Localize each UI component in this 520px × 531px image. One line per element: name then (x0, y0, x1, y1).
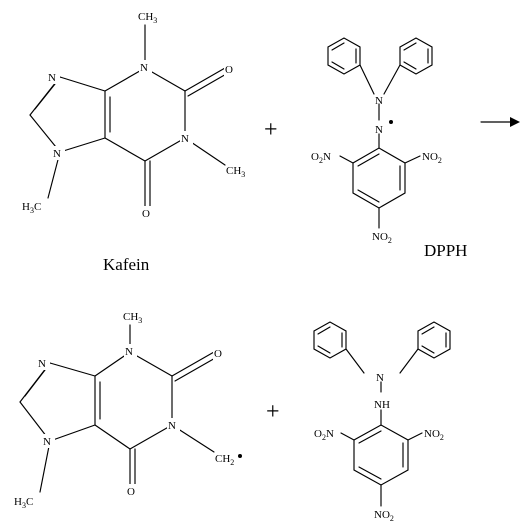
caffeine-o6: O (142, 208, 150, 220)
caffeine-ch3-right: CH3 (226, 165, 245, 179)
dpph-label: DPPH (424, 241, 467, 260)
caffeine-radical-n9: N (38, 358, 46, 370)
dpph-no2-para: NO2 (372, 231, 392, 245)
dpph-h-atoms: N NH O2N NO2 NO2 (314, 372, 444, 523)
reaction-arrow (480, 117, 520, 127)
caffeine-radical-dot (238, 454, 242, 458)
dpph-h-nh: NH (374, 399, 390, 411)
plus-sign-bottom: + (266, 399, 280, 425)
dpph-h-no2-right: NO2 (424, 428, 444, 442)
caffeine-radical-o2: O (214, 348, 222, 360)
dpph-radical-dot (389, 120, 393, 124)
caffeine-label: Kafein (103, 255, 150, 274)
caffeine-radical-o6: O (127, 486, 135, 498)
dpph-h-structure (313, 321, 451, 507)
dpph-no2-left: O2N (311, 151, 331, 165)
caffeine-h3c-left: H3C (22, 201, 41, 215)
caffeine-radical-atoms: N N N N O O CH3 CH2 H3C (14, 311, 242, 510)
dpph-no2-right: NO2 (422, 151, 442, 165)
caffeine-n7: N (53, 148, 61, 160)
dpph-atoms: N N O2N NO2 NO2 (311, 95, 442, 245)
caffeine-n9: N (48, 72, 56, 84)
caffeine-atoms: N N N N O O CH3 CH3 H3C (22, 11, 245, 220)
caffeine-radical-n7: N (43, 436, 51, 448)
caffeine-ch3-top: CH3 (138, 11, 157, 25)
dpph-n-top: N (375, 95, 383, 107)
dpph-n-radical: N (375, 124, 383, 136)
caffeine-radical-ch2: CH2 (215, 453, 234, 467)
caffeine-radical-structure (19, 324, 218, 493)
dpph-h-no2-para: NO2 (374, 509, 394, 523)
caffeine-n1: N (181, 133, 189, 145)
caffeine-radical-ch3-top: CH3 (123, 311, 142, 325)
caffeine-radical-n3: N (125, 346, 133, 358)
caffeine-radical-h3c-left: H3C (14, 496, 33, 510)
caffeine-n3: N (140, 62, 148, 74)
plus-sign-top: + (264, 117, 278, 143)
caffeine-structure (29, 24, 229, 209)
caffeine-o2: O (225, 64, 233, 76)
dpph-h-n-top: N (376, 372, 384, 384)
dpph-h-no2-left: O2N (314, 428, 334, 442)
caffeine-radical-n1: N (168, 420, 176, 432)
dpph-structure (327, 37, 433, 229)
